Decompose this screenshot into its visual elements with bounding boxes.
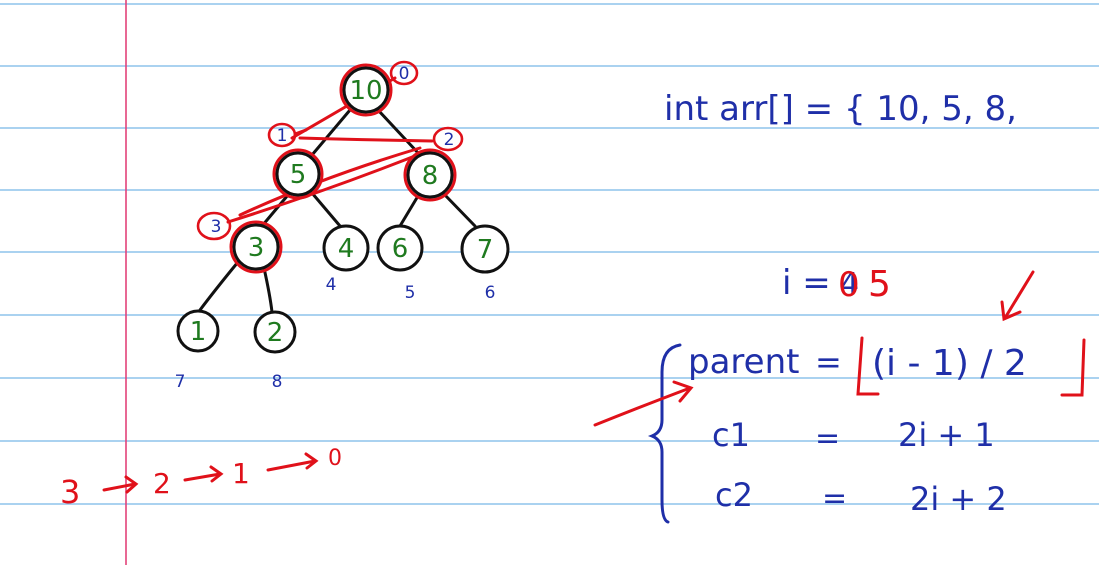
stroke-arrowtip <box>293 128 308 136</box>
node-circle <box>322 224 370 272</box>
arrow-head-icon <box>304 452 319 470</box>
index-circle-0 <box>389 60 419 86</box>
node-circle <box>460 224 510 274</box>
node-circle <box>376 224 424 272</box>
edge-8-6 <box>398 194 420 228</box>
node-value: 6 <box>392 234 409 264</box>
node-value: 2 <box>267 318 284 348</box>
c2-label: c2 <box>715 476 753 514</box>
tree-node: 5 <box>272 148 324 200</box>
node-value: 4 <box>338 234 355 264</box>
c1-formula-row: c1 = 2i + 1 <box>712 416 995 456</box>
sequence-item: 2 <box>153 467 171 500</box>
tree-node: 6 <box>376 224 424 272</box>
index-label-2: 2 <box>444 130 455 150</box>
parent-equals: = <box>815 343 842 381</box>
floor-bracket-left <box>856 336 880 396</box>
node-highlight-ring <box>339 63 393 117</box>
parent-formula-row: parent = (i - 1) / 2 <box>688 336 1086 397</box>
index-label-1: 1 <box>277 126 288 146</box>
node-value: 10 <box>349 76 382 106</box>
node-highlight-ring <box>403 148 457 202</box>
edge-10-5 <box>310 108 352 157</box>
sequence-arrows <box>102 452 319 494</box>
edge-3-2 <box>262 266 274 314</box>
index-circle-2 <box>432 126 464 152</box>
edge-10-8 <box>376 108 422 157</box>
node-value: 5 <box>290 160 307 190</box>
arrow-icon <box>102 482 137 492</box>
c2-formula: 2i + 2 <box>910 480 1007 518</box>
red-traversal-strokes <box>226 76 434 224</box>
i-struck-value: 4 <box>840 267 859 302</box>
floor-bracket-right <box>1060 338 1086 397</box>
array-declaration: int arr[] = { 10, 5, 8, <box>664 89 1017 129</box>
parent-formula: (i - 1) / 2 <box>872 343 1027 384</box>
index-circle-3 <box>196 211 232 241</box>
arrow-head-icon <box>124 475 139 494</box>
node-value: 8 <box>422 161 439 191</box>
edge-5-4 <box>310 191 342 228</box>
index-label-3: 3 <box>211 217 222 237</box>
node-value: 7 <box>477 235 494 265</box>
parent-pointer-arrow-icon <box>593 380 694 427</box>
curly-brace <box>647 343 682 524</box>
i-assignment: i = 4 0 5 <box>782 263 891 305</box>
c2-equals: = <box>822 481 847 516</box>
sequence-item: 3 <box>60 473 80 511</box>
c1-formula: 2i + 1 <box>898 416 995 454</box>
node-circle <box>275 151 321 197</box>
stroke-3-to-2 <box>226 148 432 224</box>
i-label: i = <box>782 263 831 303</box>
c1-equals: = <box>815 421 840 456</box>
sequence-item: 1 <box>232 457 250 490</box>
parent-label: parent <box>688 342 799 382</box>
node-circle <box>342 66 390 114</box>
tree-node: 1 <box>176 309 220 353</box>
tree-node: 8 <box>403 148 457 202</box>
tree-node: 10 <box>339 63 393 117</box>
edge-3-1 <box>198 260 240 312</box>
c2-formula-row: c2 = 2i + 2 <box>715 476 1007 518</box>
order-sequence: 3 2 1 0 <box>60 446 342 511</box>
node-circle <box>406 151 454 199</box>
node-highlight-ring <box>229 220 283 274</box>
tree-edges <box>198 108 477 314</box>
index-label-8: 8 <box>272 372 283 392</box>
index-label-5: 5 <box>405 283 416 303</box>
edge-5-3 <box>260 193 290 228</box>
tree-node: 4 <box>322 224 370 272</box>
i-value: 5 <box>868 264 891 305</box>
index-label-4: 4 <box>326 275 337 295</box>
c1-label: c1 <box>712 416 750 454</box>
pointer-arrow-icon <box>1000 270 1035 322</box>
tree-node: 3 <box>229 220 283 274</box>
arrow-icon <box>266 459 317 472</box>
arrow-icon <box>183 472 222 482</box>
index-label-0: 0 <box>399 64 410 84</box>
tree-node: 7 <box>460 224 510 274</box>
node-circle <box>232 223 280 271</box>
sequence-item: 0 <box>328 446 342 471</box>
index-circles <box>196 60 464 241</box>
edge-8-7 <box>441 191 477 228</box>
i-corrected-value: 0 <box>838 265 860 305</box>
node-value: 1 <box>190 317 207 347</box>
ruled-lines <box>0 3 1099 505</box>
node-highlight-ring <box>272 148 324 200</box>
node-circle <box>176 309 220 353</box>
index-circle-1 <box>267 122 297 148</box>
arrow-head-icon <box>209 465 224 483</box>
node-circle <box>253 310 297 354</box>
stroke-2-to-1 <box>298 136 434 143</box>
index-label-7: 7 <box>175 372 186 392</box>
node-value: 3 <box>248 233 265 263</box>
index-labels: 0 1 2 3 4 5 6 7 8 <box>175 64 496 392</box>
stroke-3-to-2b <box>238 146 422 217</box>
index-label-6: 6 <box>485 283 496 303</box>
tree-node: 2 <box>253 310 297 354</box>
